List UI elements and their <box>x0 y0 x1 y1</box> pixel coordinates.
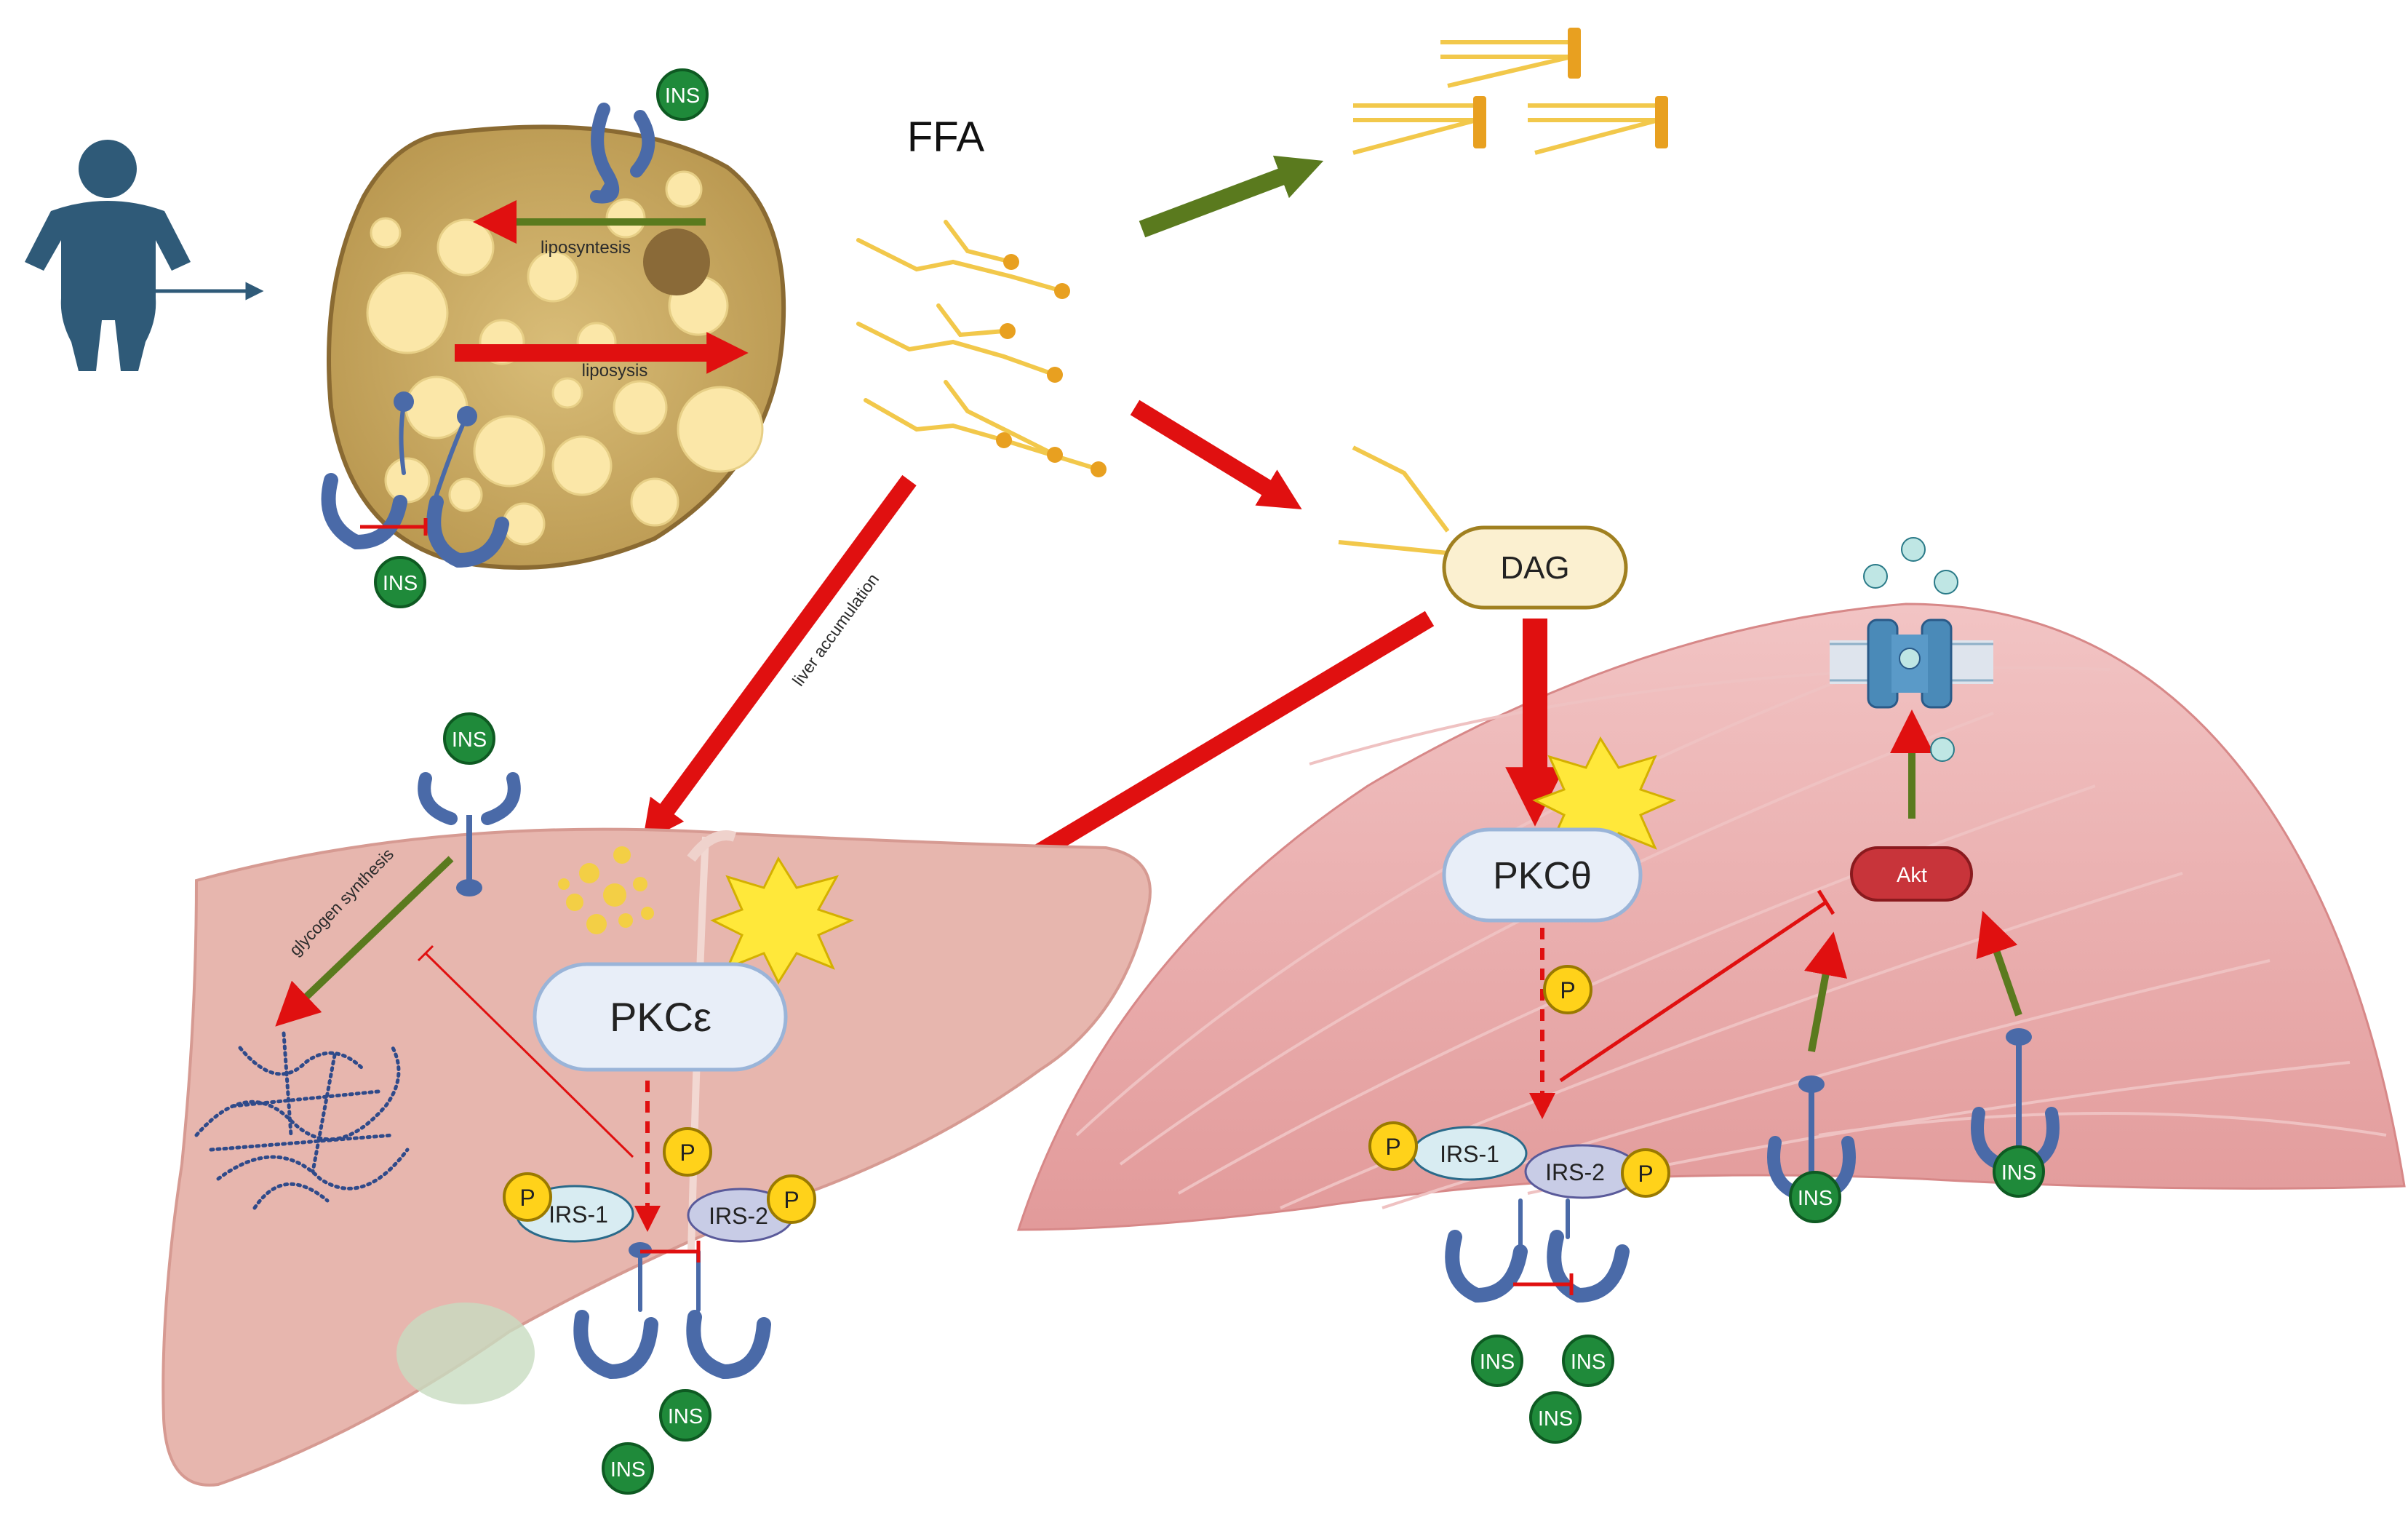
akt-node: Akt <box>1850 846 1973 902</box>
pkc-epsilon-label: PKCε <box>610 994 711 1040</box>
svg-text:INS: INS <box>1798 1187 1833 1210</box>
ffa-to-dag-arrow <box>1130 399 1302 509</box>
dag-node: DAG <box>1338 445 1628 610</box>
pkc-theta-label: PKCθ <box>1493 855 1592 897</box>
receptor-to-akt-arrow-right <box>1976 910 2022 1017</box>
svg-text:IRS-2: IRS-2 <box>1545 1159 1605 1185</box>
liver-ins-cluster: INS INS <box>602 1389 711 1495</box>
svg-text:INS: INS <box>1571 1351 1606 1374</box>
ffa-label: FFA <box>907 114 985 161</box>
muscle-irs-complex: IRS-1 IRS-2 P P <box>1368 1121 1670 1199</box>
svg-text:P: P <box>1385 1134 1400 1160</box>
svg-text:P: P <box>679 1140 695 1166</box>
liver-accumulation-arrow <box>642 474 917 843</box>
svg-text:INS: INS <box>610 1458 645 1482</box>
glucose-molecules <box>1863 537 1958 762</box>
svg-text:P: P <box>1638 1161 1653 1187</box>
liposysis-label: liposysis <box>582 361 648 381</box>
muscle-blocked-receptors <box>1445 1198 1630 1303</box>
liver-irs-complex: IRS-1 IRS-2 P P <box>503 1172 816 1243</box>
glycogen-icon <box>194 1031 410 1210</box>
liver-phospho-badge: P <box>663 1127 712 1177</box>
dag-label: DAG <box>1500 550 1569 586</box>
ins-label: INS <box>665 84 700 108</box>
svg-text:P: P <box>1560 977 1575 1003</box>
muscle-ins-cluster: INS INS INS <box>1471 1335 1614 1444</box>
svg-text:P: P <box>784 1187 799 1213</box>
liver-insulin-receptor: INS <box>418 712 521 896</box>
liver-lipid-droplets <box>558 846 654 934</box>
liposyntesis-label: liposyntesis <box>541 238 631 258</box>
pkc-theta-node: PKCθ <box>1442 827 1643 923</box>
triglycerides <box>1352 40 1659 155</box>
receptor-to-akt-arrow-left <box>1804 931 1848 1052</box>
pkc-epsilon-node: PKCε <box>533 962 788 1072</box>
obese-person-icon <box>25 140 191 371</box>
ffa-heads <box>996 254 1107 477</box>
adipocyte-ins-badge-bottom: INS <box>374 556 426 608</box>
muscle-active-receptor-right: INS <box>1971 1028 2060 1198</box>
svg-text:INS: INS <box>668 1405 703 1428</box>
skeletal-muscle <box>1016 603 2406 1231</box>
akt-label: Akt <box>1897 864 1927 887</box>
liver <box>162 827 1152 1487</box>
svg-text:INS: INS <box>383 572 418 595</box>
svg-text:P: P <box>519 1185 535 1211</box>
svg-text:IRS-1: IRS-1 <box>1440 1141 1499 1167</box>
phospho-badge: P <box>1543 965 1592 1014</box>
svg-text:INS: INS <box>1538 1407 1573 1431</box>
svg-text:IRS-1: IRS-1 <box>549 1201 608 1228</box>
svg-text:INS: INS <box>1480 1351 1515 1374</box>
adipocyte-insulin-receptor <box>590 103 655 204</box>
glucose-transporter <box>1830 619 1993 709</box>
adipocyte-ins-badge: INS <box>656 68 709 121</box>
liver-blocked-receptors <box>573 1249 771 1380</box>
svg-text:INS: INS <box>2001 1161 2036 1185</box>
free-fatty-acids <box>856 220 1101 472</box>
svg-text:INS: INS <box>452 728 487 752</box>
liver-activation-burst-icon <box>710 856 855 985</box>
liver-irs-inhibition <box>424 952 634 1158</box>
muscle-active-receptor-left: INS <box>1767 1075 1856 1223</box>
glycogen-synthesis-arrow <box>275 856 454 1027</box>
ffa-to-triglyceride-arrow <box>1139 155 1324 238</box>
svg-text:IRS-2: IRS-2 <box>709 1203 768 1229</box>
irs-to-akt-inhibition <box>1559 900 1827 1083</box>
